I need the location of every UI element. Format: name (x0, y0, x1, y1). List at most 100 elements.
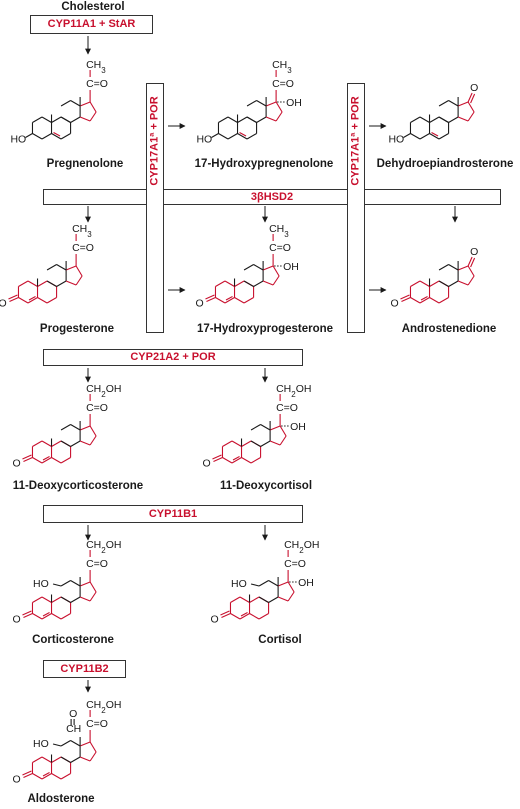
keto-bond (9, 296, 19, 303)
keto-bond (23, 456, 33, 463)
ring-d-bond (272, 275, 280, 286)
atom-o-3: O (12, 458, 20, 470)
enzyme-cyp11b1-box: CYP11B1 (43, 505, 303, 523)
ring-c-bond (60, 740, 71, 747)
ring-b-bond (51, 596, 62, 603)
double-bond-4 (42, 612, 50, 617)
ring-c-bond (60, 116, 71, 123)
ring-d-bond (269, 425, 281, 431)
keto-bond (23, 772, 33, 779)
ring-b-bond (243, 297, 254, 304)
ring-c-bond (448, 116, 459, 123)
atom-o-3: O (202, 458, 210, 470)
ring-b-bond (37, 280, 48, 287)
reaction-arrows (85, 36, 458, 693)
ring-a-bond (230, 596, 241, 603)
ring-b-bond (51, 613, 62, 620)
hydroxyl-bond (211, 133, 219, 138)
ring-b-bond (250, 457, 261, 464)
double-bond-4 (42, 772, 50, 777)
ring-c-bond (46, 280, 57, 287)
ring-c-bond (246, 100, 257, 107)
ring-a-bond (410, 297, 421, 304)
keto-17-bond (470, 257, 476, 268)
atom-ch3: CH3 (86, 59, 106, 75)
ring-b-bond (241, 457, 252, 464)
atom-oh-17: OH (286, 97, 302, 109)
atom-o-3: O (195, 298, 203, 310)
ring-b-bond (429, 133, 440, 140)
ring-c-bond (70, 424, 81, 431)
enzyme-cyp11b2-box: CYP11B2 (43, 660, 126, 678)
label-androstenedione: Androstenedione (401, 323, 497, 335)
ring-a-bond (32, 457, 43, 464)
ring-a-bond (18, 280, 29, 287)
ring-c-bond (448, 100, 459, 107)
atom-ho-3: HO (388, 134, 404, 146)
ring-b-bond (60, 613, 71, 620)
atom-ho-3: HO (10, 134, 26, 146)
ring-b-bond (60, 773, 71, 780)
ring-a-bond (32, 440, 43, 447)
label-aldosterone: Aldosterone (27, 793, 95, 805)
keto-bond (400, 294, 410, 300)
keto-17-bond (467, 92, 473, 103)
ring-a-bond (224, 297, 235, 304)
ring-d-bond (287, 581, 295, 593)
ring-d-bond (89, 751, 97, 762)
ring-a-bond (231, 457, 242, 464)
ring-c-bond (243, 264, 254, 271)
ring-d-bond (467, 265, 475, 277)
ring-c-bond (253, 280, 264, 287)
atom-co-20: C=O (86, 718, 108, 730)
ring-a-bond (239, 596, 250, 603)
label-dehydroepiandrosterone: Dehydroepiandrosterone (376, 158, 514, 170)
ring-d-bond (265, 101, 277, 107)
ring-a-bond (41, 133, 52, 140)
label-17-hydroxyprogesterone: 17-Hydroxyprogesterone (196, 323, 334, 335)
ring-b-bond (51, 440, 62, 447)
ring-a-bond (419, 297, 430, 304)
ring-c-bond (60, 424, 71, 431)
keto-bond (212, 454, 222, 460)
ring-a-bond (27, 280, 38, 287)
ring-a-bond (218, 116, 229, 123)
enzyme-hsd3b2-box: 3βHSD2 (43, 189, 501, 205)
ring-d-bond (79, 741, 91, 747)
ring-d-bond (262, 280, 274, 286)
ring-a-bond (41, 457, 52, 464)
label-cholesterol: Cholesterol (61, 1, 125, 13)
ring-b-bond (429, 280, 440, 287)
ring-b-bond (60, 133, 71, 140)
atom-co-20: C=O (86, 402, 108, 414)
double-bond-4 (420, 296, 428, 301)
ring-d-bond (79, 581, 91, 587)
ring-b-bond (246, 133, 257, 140)
ring-a-bond (32, 613, 43, 620)
ring-c-bond (70, 440, 81, 447)
label-17-hydroxypregnenolone: 17-Hydroxypregnenolone (194, 158, 334, 170)
atom-co-20: C=O (272, 78, 294, 90)
ring-b-bond (429, 116, 440, 123)
ring-a-bond (18, 297, 29, 304)
atom-o-3: O (390, 298, 398, 310)
enzyme-cyp17a1-left-label: CYP17A1ª + POR (148, 96, 161, 186)
atom-o-17: O (470, 246, 478, 258)
keto-bond (220, 610, 230, 616)
atom-ch2: CH2OH (86, 699, 121, 715)
ring-d-bond (279, 425, 287, 437)
ring-c-bond (260, 440, 271, 447)
ring-c-bond (260, 424, 271, 431)
label-progesterone: Progesterone (39, 323, 115, 335)
ring-a-bond (27, 297, 38, 304)
atom-co-20: C=O (269, 242, 291, 254)
enzyme-cyp11a1-box: CYP11A1 + StAR (30, 15, 153, 34)
ring-a-bond (410, 133, 421, 140)
atom-ch3: CH3 (72, 223, 92, 239)
ring-d-bond (79, 596, 91, 602)
ring-b-bond (51, 756, 62, 763)
keto-17-bond (470, 93, 476, 104)
